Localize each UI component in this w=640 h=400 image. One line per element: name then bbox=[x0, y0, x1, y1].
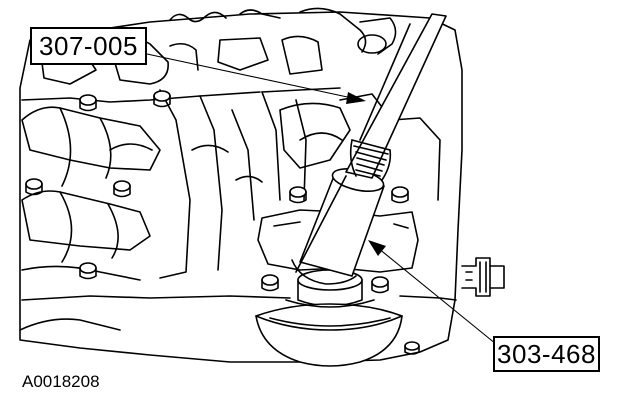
figure-identifier: A0018208 bbox=[22, 372, 100, 391]
bolt-head-5 bbox=[79, 262, 97, 280]
bolt-head-3 bbox=[25, 178, 43, 196]
leader-arrow-bottom bbox=[368, 240, 497, 345]
tool-303-468-sleeve bbox=[291, 168, 385, 285]
callout-303-468: 303-468 bbox=[493, 336, 600, 372]
tool-307-005-shaft bbox=[295, 13, 447, 273]
cam-cap-bolts bbox=[25, 90, 420, 355]
bolt-head-10 bbox=[404, 341, 420, 355]
bolt-head-6 bbox=[289, 186, 307, 204]
callout-307-005: 307-005 bbox=[30, 27, 147, 65]
leader-arrow-top bbox=[146, 53, 366, 104]
bolt-head-9 bbox=[371, 276, 389, 294]
bolt-head-4 bbox=[113, 180, 131, 198]
bolt-head-1 bbox=[79, 94, 97, 112]
bolt-head-7 bbox=[391, 186, 409, 204]
bolt-head-8 bbox=[261, 274, 279, 292]
valve-bridges bbox=[19, 89, 351, 331]
cylinder-head-casting bbox=[19, 7, 463, 363]
side-stud-fitting bbox=[461, 257, 505, 297]
valve-spring-base bbox=[255, 269, 403, 367]
bolt-head-2 bbox=[153, 90, 171, 108]
